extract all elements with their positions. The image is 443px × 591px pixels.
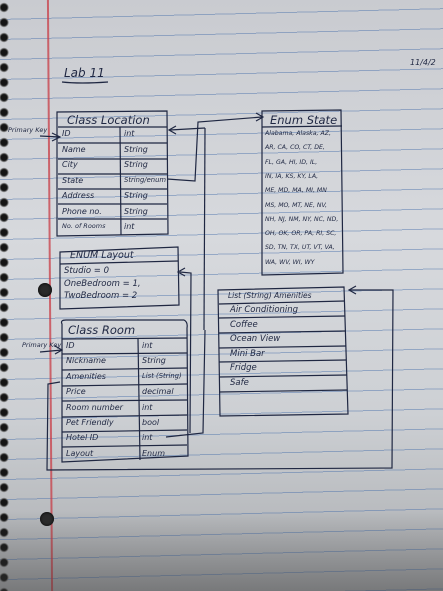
amenity-item: Coffee [230,319,258,330]
room-primary-key-label: Primary Key [22,341,62,349]
enum-state-line: IN, IA, KS, KY, LA, [265,172,319,180]
enum-state-line: ME, MD, MA, MI, MN [265,187,327,195]
room-field-name: Nickname [66,356,106,366]
class-location-title: Class Location [67,113,150,127]
enum-state-line: SD, TN, TX, UT, VT, VA, [265,244,335,252]
room-field-name: Hotel ID [66,433,99,443]
amenity-item: Mini Bar [230,348,265,359]
amenity-item: Air Conditioning [230,305,299,315]
location-field-type: String [124,191,148,200]
enum-layout-value: OneBedroom = 1, [64,278,141,289]
room-field-type: int [142,341,153,350]
room-field-name: Price [66,387,86,397]
page-title: Lab 11 [64,66,105,80]
room-field-name: Layout [66,448,94,458]
location-field-name: State [62,175,84,185]
location-field-name: Address [62,191,95,200]
location-field-name: ID [62,129,71,138]
page-shadow [0,511,443,591]
location-field-type: int [124,129,135,138]
location-field-name: City [62,160,78,169]
location-field-type: String [124,160,148,169]
enum-layout-value: TwoBedroom = 2 [64,291,138,301]
punch-hole [38,283,52,297]
room-field-name: Amenities [66,371,106,381]
location-field-type: String [124,144,148,154]
location-primary-key-label: Primary Key [8,126,48,134]
enum-layout-value: Studio = 0 [64,266,110,276]
room-field-type: String [142,356,166,366]
room-field-type: int [142,433,153,443]
enum-state-line: Alabama, Alaska, AZ, [265,130,331,137]
location-field-type: String/enum [124,175,166,184]
enum-state-title: Enum State [270,113,338,127]
amenity-item: Fridge [230,363,257,374]
amenities-title: List (String) Amenities [228,291,312,300]
room-field-type: bool [142,418,160,427]
enum-state-line: WA, WV, WI, WY [265,258,315,266]
room-field-name: Room number [66,402,123,412]
location-field-name: Phone no. [62,206,102,216]
location-field-type: String [124,206,148,216]
enum-state-line: AR, CA, CO, CT, DE, [265,144,325,152]
room-field-name: ID [66,341,75,350]
page-date: 11/4/2 [410,58,436,67]
enum-state-line: MS, MO, MT, NE, NV, [265,201,327,209]
spiral-binding [0,0,14,591]
enum-state-line: FL, GA, HI, ID, IL, [265,158,318,166]
enum-layout-title: ENUM Layout [70,250,134,261]
enum-state-line: OH, OK, OR, PA, RI, SC, [265,230,337,238]
location-field-type: int [124,222,135,231]
room-field-type: int [142,402,153,412]
location-field-name: No. of Rooms [62,222,106,230]
class-room-title: Class Room [68,323,136,337]
room-field-type: decimal [142,387,174,397]
amenity-item: Safe [230,378,249,388]
enum-state-line: NH, NJ, NM, NY, NC, ND, [265,215,339,223]
location-field-name: Name [62,144,86,154]
room-field-type: List (String) [142,371,182,380]
room-field-type: Enum [142,448,165,458]
room-field-name: Pet Friendly [66,418,114,427]
punch-hole [40,512,54,526]
amenity-item: Ocean View [230,334,281,345]
